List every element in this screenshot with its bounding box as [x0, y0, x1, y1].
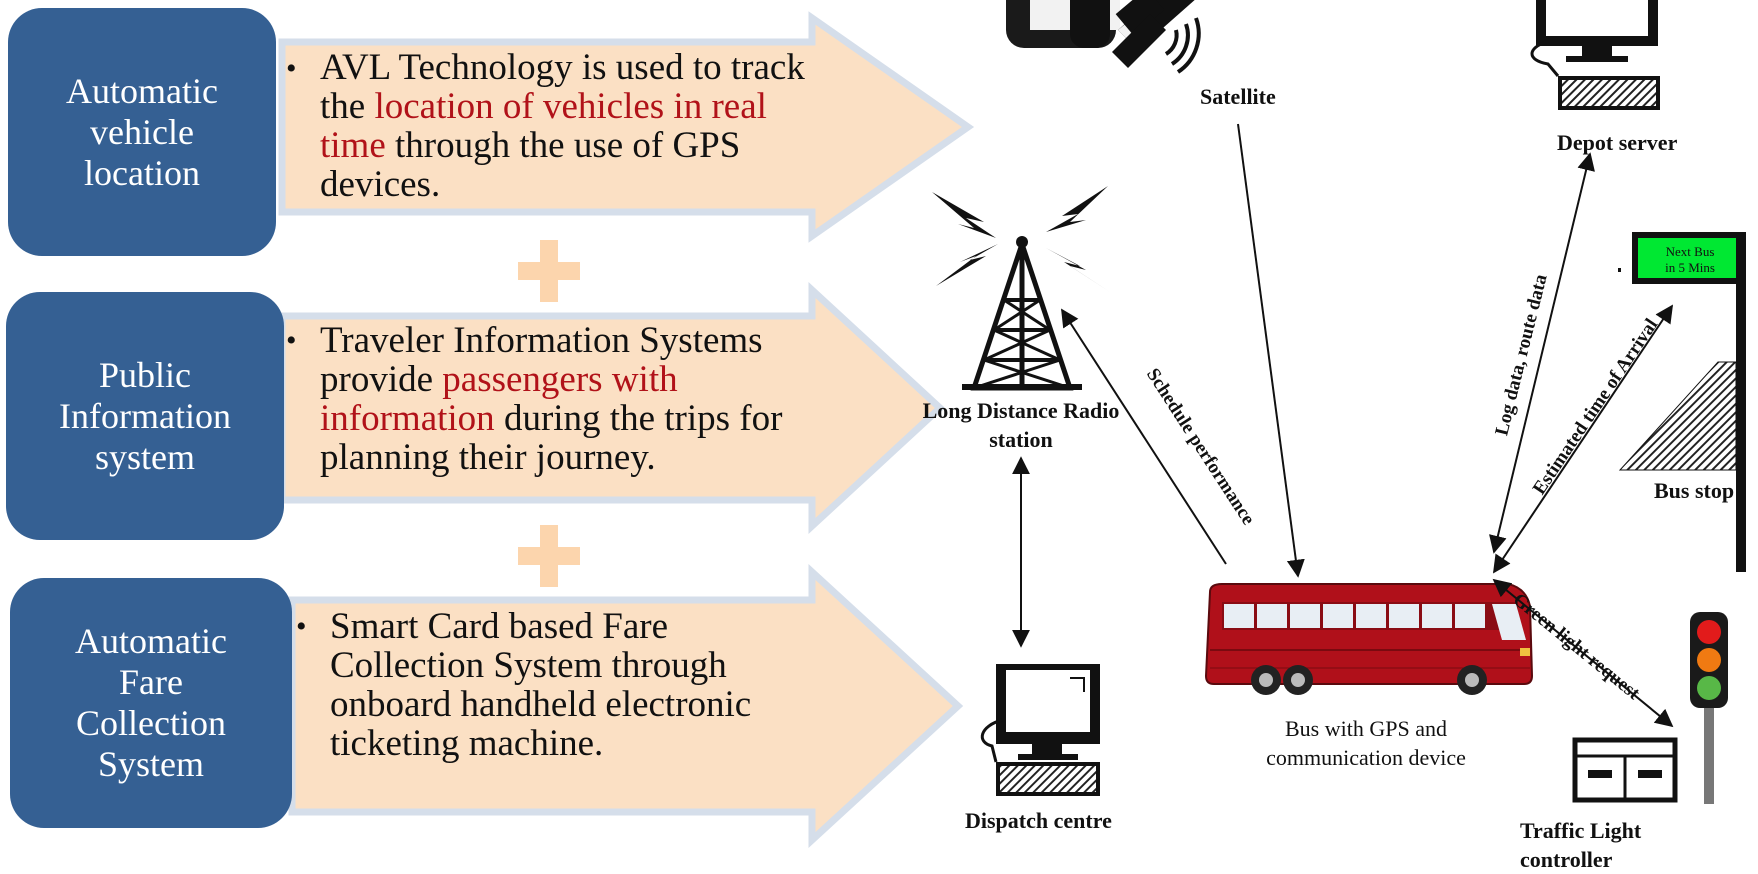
description-line: Collection System through — [330, 646, 751, 685]
bus-label-line: communication device — [1266, 745, 1466, 770]
bus-stop-sign-icon — [1618, 232, 1746, 572]
edge-bus-radio — [1061, 308, 1227, 565]
category-label-line: Fare — [119, 662, 183, 702]
description-line: planning their journey. — [320, 438, 782, 477]
edge-bus-stop — [1492, 304, 1674, 574]
description-line: the location of vehicles in real — [320, 87, 805, 126]
bus-stop-sign-text: Next Bus — [1666, 244, 1715, 259]
description-line: AVL Technology is used to track — [320, 48, 805, 87]
category-box-avl: Automatic vehicle location — [8, 8, 276, 256]
category-label-line: Public — [98, 354, 191, 395]
bullet-marker: • — [286, 324, 297, 357]
highlighted-text: passengers with — [442, 359, 678, 400]
description-text: Smart Card based Fare — [330, 606, 669, 647]
bullet-marker: • — [286, 52, 297, 85]
bus-label: Bus with GPS and communication device — [1238, 714, 1494, 772]
description-text: planning their journey. — [320, 437, 656, 478]
traffic-light-icon — [1690, 612, 1728, 804]
traffic-light-label: Traffic Light controller — [1520, 816, 1641, 874]
radio-tower-icon — [932, 186, 1110, 391]
category-label-line: Information — [59, 395, 231, 436]
description-text: ticketing machine. — [330, 723, 604, 764]
arrow-shape-3 — [288, 564, 964, 848]
satellite-icon — [1006, 0, 1201, 74]
bus-label-line: Bus with GPS and — [1285, 716, 1447, 741]
category-label-line: location — [84, 152, 200, 193]
bus-stop-sign-text: in 5 Mins — [1665, 260, 1715, 275]
description-text: the — [320, 86, 375, 127]
traffic-light-label-line: controller — [1520, 847, 1613, 872]
highlighted-text: information — [320, 398, 495, 439]
category-box-pis: Public Information system — [6, 292, 284, 540]
description-line: onboard handheld electronic — [330, 685, 751, 724]
bus-stop-label: Bus stop — [1654, 478, 1735, 503]
plus-icon — [518, 240, 580, 302]
dispatch-centre-label: Dispatch centre — [965, 808, 1112, 833]
radio-station-label-line: station — [989, 427, 1053, 452]
radio-station-label: Long Distance Radio station — [905, 396, 1137, 454]
computer-icon — [980, 664, 1100, 796]
description-text: Traveler Information Systems — [320, 320, 763, 361]
description-line: information during the trips for — [320, 399, 782, 438]
highlighted-text: location of vehicles in real — [374, 86, 767, 127]
description-line: Traveler Information Systems — [320, 321, 782, 360]
category-label-line: Automatic — [75, 621, 227, 661]
category-label-line: System — [97, 744, 204, 784]
description-text: devices. — [320, 164, 441, 205]
description-line: ticketing machine. — [330, 724, 751, 763]
radio-station-label-line: Long Distance Radio — [922, 398, 1120, 423]
category-box-afc: Automatic Fare Collection System — [10, 578, 292, 828]
traffic-light-label-line: Traffic Light — [1520, 818, 1642, 843]
edge-satellite-bus — [1237, 123, 1305, 578]
description-text: Collection System through — [330, 645, 727, 686]
description-line: Smart Card based Fare — [330, 607, 751, 646]
depot-server-label: Depot server — [1557, 130, 1678, 155]
description-text: onboard handheld electronic — [330, 684, 752, 725]
edge-bus-traffic — [1492, 578, 1674, 728]
category-label-line: system — [94, 436, 195, 477]
category-label-line: vehicle — [90, 111, 194, 152]
description-text: during the trips for — [494, 398, 783, 439]
highlighted-text: time — [320, 125, 386, 166]
bullet-marker: • — [296, 610, 307, 643]
bus-icon — [1204, 583, 1534, 695]
arrow-shape-1 — [278, 11, 975, 243]
plus-icon — [518, 525, 580, 587]
arrow-shapes — [278, 11, 975, 848]
satellite-label: Satellite — [1200, 84, 1276, 109]
description-text: AVL Technology is used to track — [320, 47, 805, 88]
description-line: provide passengers with — [320, 360, 782, 399]
computer-icon — [1530, 0, 1660, 110]
category-label-line: Automatic — [66, 70, 218, 111]
arrow-shape-2 — [278, 282, 946, 534]
description-line: devices. — [320, 165, 805, 204]
category-label-line: Collection — [76, 703, 226, 743]
controller-box-icon — [1572, 737, 1678, 803]
description-text: provide — [320, 359, 443, 400]
description-line: time through the use of GPS — [320, 126, 805, 165]
description-text: through the use of GPS — [385, 125, 741, 166]
